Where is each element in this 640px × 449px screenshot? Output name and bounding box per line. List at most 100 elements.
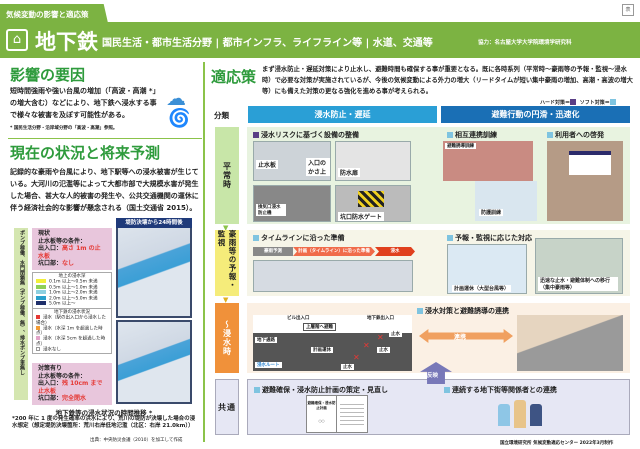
planned-suspension-illustration: 計画運休（大型台風等） xyxy=(447,244,527,294)
status-text: 記録的な豪雨や台風により、地下駅等への浸水被害が生じている。大河川の氾濫等によっ… xyxy=(10,168,199,212)
stakeholders-illustration xyxy=(496,396,544,434)
typhoon-icon: 🌀 xyxy=(168,108,191,129)
column-divider xyxy=(203,62,205,442)
subway-status-legend: 地下鉄の浸水状況 浸水（駅の出入口から浸水した場合） 浸水（水深 1m を超過し… xyxy=(32,308,112,354)
cause-note: * 国民生活分野・沿岸域分野の「高波・高潮」参照。 xyxy=(10,126,118,131)
plan-document-illustration: 避難確保・浸水防止計画○○ xyxy=(306,395,368,433)
figure-caption: 地下鉄等の浸水状況の時間推移 * xyxy=(55,409,153,417)
status-title: 現在の状況と将来予測 xyxy=(10,144,161,162)
legend-item: 浸水（水深 5cm を超過した時点） xyxy=(36,336,106,347)
soft-swatch xyxy=(609,99,616,105)
flood-map-measures xyxy=(116,320,192,404)
link-label: 連携 xyxy=(454,334,467,341)
current-conditions: 現状 止水板等の条件： 出入口：高さ 1m の止水板 坑口部：なし xyxy=(32,228,112,270)
entrance-value: 残 10cm まで止水板 xyxy=(38,380,103,395)
stop-mark-icon: ✕ xyxy=(377,333,384,342)
waterproof-door-illustration: 防水扉 xyxy=(335,141,411,181)
shaft-label: 坑口部： xyxy=(38,395,63,402)
figure-source: 出典：中央防災会議（2010）を加工して作成 xyxy=(90,438,183,443)
current-cond: 止水板等の条件： xyxy=(38,237,87,245)
page-stamp: 表 xyxy=(622,4,634,16)
legend-item: 浸水（駅の出入口から浸水した場合） xyxy=(36,315,106,326)
item-timeline: タイムラインに沿った準備 xyxy=(253,233,345,243)
legend-item: 5.0m 以上～ xyxy=(36,301,108,307)
legend-item: 0.1m 以上～0.5m 未満 xyxy=(36,279,108,285)
title-band: ⌂ 地下鉄 国民生活・都市生活分野 | 都市インフラ、ライフライン等 | 水道、… xyxy=(0,22,640,58)
scenario-side-label: ポンプ稼働、水門閉鎖無（ポンプ稼働、無）、排水ポンプ車無し xyxy=(14,228,28,400)
entrance-value: 高さ 1m の止水板 xyxy=(38,245,101,260)
current-title: 現状 xyxy=(38,230,51,237)
adaptation-title: 適応策 xyxy=(211,68,257,86)
row-label-common: 共通 xyxy=(215,379,239,435)
cross-section-illustration: ビル出入口 上層階へ避難 地下鉄出入口 地下通路 止水 止水 止水 計画運休 浸… xyxy=(253,315,412,371)
field-list: 国民生活・都市生活分野 | 都市インフラ、ライフライン等 | 水道、交通等 xyxy=(102,38,433,49)
shaft-label: 坑口部： xyxy=(38,260,63,267)
training-illustration: 避難誘導訓練 xyxy=(443,141,533,181)
footer-credit: 国立環境研究所 気候変動適応センター 2022年3月制作 xyxy=(500,441,614,446)
poster-wall-illustration xyxy=(547,141,623,221)
arrow-down-icon: ▼ xyxy=(223,224,229,232)
legend-soft: ソフト対策＝ xyxy=(579,100,610,106)
timeline-step: 計画（タイムライン）に沿った準備 xyxy=(293,247,375,256)
measure-conditions: 対策有り 止水板等の条件： 出入口：残 10cm まで止水板 坑口部：完全閉水 xyxy=(32,363,112,405)
page-title: 地下鉄 xyxy=(35,30,98,54)
quick-response-illustration: 迅速な止水・避難体制への移行（集中豪雨等） xyxy=(535,238,623,294)
row-label-normal: 平常時 xyxy=(215,127,239,224)
timeline-step: 豪雨予測 xyxy=(253,247,293,256)
flood-barrier-illustration: 止水板入口のかさ上 xyxy=(253,141,331,181)
divider xyxy=(8,138,202,139)
measure-legend: ハード対策＝ ソフト対策＝ xyxy=(540,99,618,106)
category-flood-prevention: 浸水防止・遅延 xyxy=(248,106,437,123)
evacuation-guidance-illustration xyxy=(517,315,623,371)
panel-forecast: タイムラインに沿った準備 予報・監視に応じた対応 豪雨予測 計画（タイムライン）… xyxy=(247,230,630,296)
entrance-label: 出入口： xyxy=(38,380,63,387)
cause-title: 影響の要因 xyxy=(10,66,86,84)
item-plan: 避難確保・浸水防止計画の策定・見直し xyxy=(254,385,388,395)
shaft-value: 完全閉水 xyxy=(62,395,87,402)
legend-item: 1.0m 以上～2.0m 未満 xyxy=(36,290,108,296)
vent-illustration: 換気口浸水防止機 xyxy=(253,185,331,222)
adaptation-intro: まず浸水防止・遅延対策により止水し、避難時間も確保する事が重要となる。既に各時系… xyxy=(262,66,633,95)
cause-text: 短時間強雨や強い台風の増加（「高波・高潮 *」の増大含む）などにより、地下鉄へ浸… xyxy=(10,87,160,119)
rain-cloud-icon: ☁ xyxy=(166,86,186,110)
arrow-down-icon: ▼ xyxy=(223,296,229,304)
hard-swatch xyxy=(570,99,577,105)
panel-flood: 浸水対策と避難誘導の連携 ビル出入口 上層階へ避難 地下鉄出入口 地下通路 止水… xyxy=(247,303,630,373)
shaft-gate-illustration: 坑口防水ゲート xyxy=(335,185,411,222)
stop-mark-icon: ✕ xyxy=(353,353,360,362)
item-equipment: 浸水リスクに基づく設備の整備 xyxy=(253,130,359,140)
category-label: 分類 xyxy=(214,111,229,120)
flood-map-current xyxy=(116,218,192,318)
measures-title: 対策有り xyxy=(38,365,63,372)
feedback-arrow-icon xyxy=(420,362,452,384)
series-tab: 気候変動の影響と適応策 xyxy=(0,4,108,23)
cooperation: 協力：名古屋大学大学院環境学研究科 xyxy=(478,40,572,46)
timeline-bar: 豪雨予測 計画（タイムライン）に沿った準備 浸水 xyxy=(253,247,415,256)
figure-note: *200 年に 1 度の発生確率の洪水により、荒川の堤防が決壊した場合の浸水想定… xyxy=(12,416,196,429)
legend-item: 浸水なし xyxy=(36,346,108,352)
legend-hard: ハード対策＝ xyxy=(540,100,571,106)
timeline-step: 浸水 xyxy=(375,247,415,256)
subway-icon: ⌂ xyxy=(6,29,28,51)
map-title: 堤防決壊から24時間後 xyxy=(116,218,192,228)
item-joint-training: 相互連携訓練 xyxy=(447,130,497,140)
feedback-label: 反映 xyxy=(427,373,439,379)
measures-cond: 止水板等の条件： xyxy=(38,372,87,380)
legend-item: 0.5m 以上～1.0m 未満 xyxy=(36,284,108,290)
link-arrow-icon xyxy=(419,329,513,343)
row-label-flood: ～浸水時 xyxy=(215,303,239,373)
entrance-label: 出入口： xyxy=(38,245,63,252)
item-user-awareness: 利用者への啓発 xyxy=(547,130,604,140)
legend-title: 地下鉄の浸水状況 xyxy=(54,310,90,315)
legend-title: 地上の浸水深 xyxy=(58,274,86,279)
item-forecast-response: 予報・監視に応じた対応 xyxy=(447,233,532,243)
stop-mark-icon: ✕ xyxy=(363,341,370,350)
row-label-forecast: 豪雨等の予報・監視 xyxy=(215,230,239,296)
legend-item: 2.0m 以上～5.0m 未満 xyxy=(36,295,108,301)
legend-item: 浸水（水深 1m を超過した時点） xyxy=(36,325,103,336)
item-coordination: 浸水対策と避難誘導の連携 xyxy=(417,306,509,316)
ground-depth-legend: 地上の浸水深 0.1m 以上～0.5m 未満 0.5m 以上～1.0m 未満 1… xyxy=(32,272,112,309)
item-underground-coordination: 連続する地下街等関係者との連携 xyxy=(444,385,557,395)
preparation-illustration xyxy=(253,260,413,292)
panel-common: 避難確保・浸水防止計画の策定・見直し 連続する地下街等関係者との連携 避難確保・… xyxy=(247,379,630,435)
